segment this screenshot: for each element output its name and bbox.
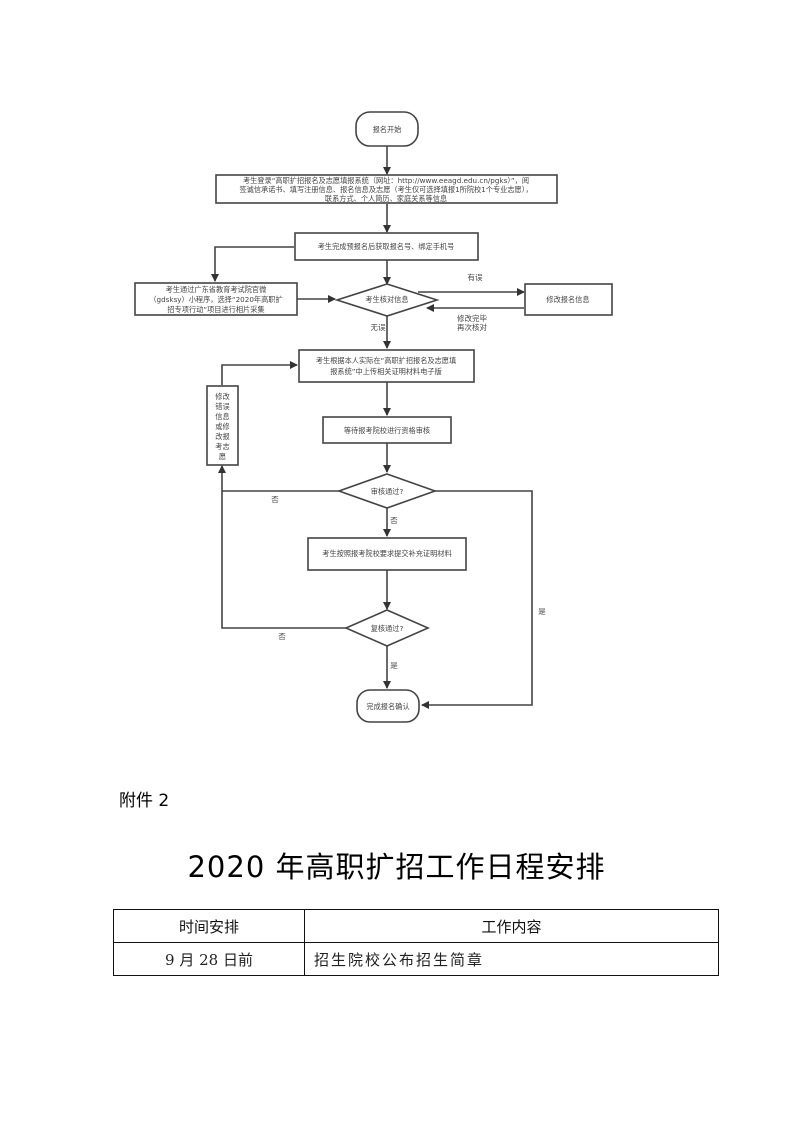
node-wait-review: 等待报考院校进行资格审核 <box>322 416 452 444</box>
node-recheck-pass: 复核通过? <box>344 609 430 647</box>
document-title: 2020 年高职扩招工作日程安排 <box>187 850 606 884</box>
edge-review-no-fix <box>218 465 339 492</box>
node-fix-side: 修改 错误 信息 或修 改报 考志 愿 <box>206 385 239 466</box>
node-review-pass: 审核通过? <box>336 473 438 509</box>
cell-time: 9 月 28 日前 <box>113 942 305 976</box>
node-fix-line-4: 或修 <box>215 422 229 431</box>
node-photo-line-1: 考生通过广东省教育考试院官微 <box>166 285 267 294</box>
node-upload-line-2: 报系统”中上传相关证明材料电子版 <box>330 367 442 376</box>
table-row: 9 月 28 日前 招生院校公布招生简章 <box>113 942 719 976</box>
node-review-pass-label: 审核通过? <box>371 487 404 496</box>
label-yes-bottom: 是 <box>390 661 398 670</box>
node-login-line-3: 联系方式、个人简历、家庭关系等信息 <box>325 194 447 203</box>
node-login: 考生登录“高职扩招报名及志愿填报系统（网址：http://www.eeagd.e… <box>215 174 558 204</box>
node-fix-line-3: 信息 <box>215 412 229 421</box>
schedule-table: 时间安排 工作内容 9 月 28 日前 招生院校公布招生简章 <box>113 909 719 976</box>
node-finish: 完成报名确认 <box>356 689 420 723</box>
edge-prereg-photo <box>211 246 294 282</box>
node-fix-line-1: 修改 <box>215 392 229 401</box>
header-time: 时间安排 <box>113 909 305 943</box>
node-upload-line-1: 考生根据本人实际在“高职扩招报名及志愿填 <box>316 356 456 365</box>
label-has-error: 有误 <box>468 272 483 282</box>
node-login-line-2: 签诚信承诺书、填写注册信息、报名信息及志愿（考生仅可选择填报1所院校1个专业志愿… <box>239 185 532 194</box>
node-photo: 考生通过广东省教育考试院官微 （gdsksy）小程序，选择“2020年高职扩 招… <box>134 282 298 316</box>
attachment-label: 附件 2 <box>119 791 170 811</box>
label-recheck-line-1: 修改完毕 <box>457 313 487 323</box>
node-recheck-pass-label: 复核通过? <box>371 624 404 633</box>
label-no-3: 否 <box>278 632 286 641</box>
node-modify-info: 修改报名信息 <box>524 283 613 316</box>
edge-review-yes-finish <box>421 490 533 709</box>
label-no-error: 无误 <box>371 323 386 332</box>
node-photo-line-3: 招专项行动”项目进行相片采集 <box>167 305 264 314</box>
flowchart-edges <box>211 146 533 709</box>
node-modify-info-label: 修改报名信息 <box>546 295 589 304</box>
node-pre-register-label: 考生完成预报名后获取报名号、绑定手机号 <box>318 242 455 251</box>
node-fix-line-2: 错误 <box>215 402 229 411</box>
node-wait-review-label: 等待报考院校进行资格审核 <box>344 426 430 435</box>
cell-content: 招生院校公布招生简章 <box>304 942 719 976</box>
registration-flowchart: 报名开始 考生登录“高职扩招报名及志愿填报系统（网址：http://www.ee… <box>134 111 613 723</box>
node-start: 报名开始 <box>355 111 419 147</box>
node-supplement: 考生按照报考院校要求提交补充证明材料 <box>307 537 467 571</box>
node-finish-label: 完成报名确认 <box>366 702 409 711</box>
label-no-2: 否 <box>390 516 398 525</box>
label-recheck-line-2: 再次核对 <box>457 322 487 332</box>
node-upload: 考生根据本人实际在“高职扩招报名及志愿填 报系统”中上传相关证明材料电子版 <box>298 349 475 383</box>
node-photo-line-2: （gdsksy）小程序，选择“2020年高职扩 <box>149 295 282 304</box>
node-start-label: 报名开始 <box>373 125 402 134</box>
node-supplement-label: 考生按照报考院校要求提交补充证明材料 <box>322 549 451 558</box>
header-content: 工作内容 <box>304 909 719 943</box>
label-yes-right: 是 <box>538 607 546 616</box>
edge-recheck-no-fix <box>221 491 346 629</box>
node-verify: 考生核对信息 <box>334 283 440 317</box>
table-header-row: 时间安排 工作内容 <box>113 909 719 943</box>
node-pre-register: 考生完成预报名后获取报名号、绑定手机号 <box>294 232 479 261</box>
node-verify-label: 考生核对信息 <box>365 295 408 304</box>
node-fix-line-5: 改报 <box>215 432 229 441</box>
node-login-line-1: 考生登录“高职扩招报名及志愿填报系统（网址：http://www.eeagd.e… <box>243 176 529 185</box>
edge-fix-upload <box>221 361 298 385</box>
node-fix-line-7: 愿 <box>219 452 226 461</box>
label-no-1: 否 <box>271 495 279 504</box>
node-fix-line-6: 考志 <box>215 442 229 451</box>
